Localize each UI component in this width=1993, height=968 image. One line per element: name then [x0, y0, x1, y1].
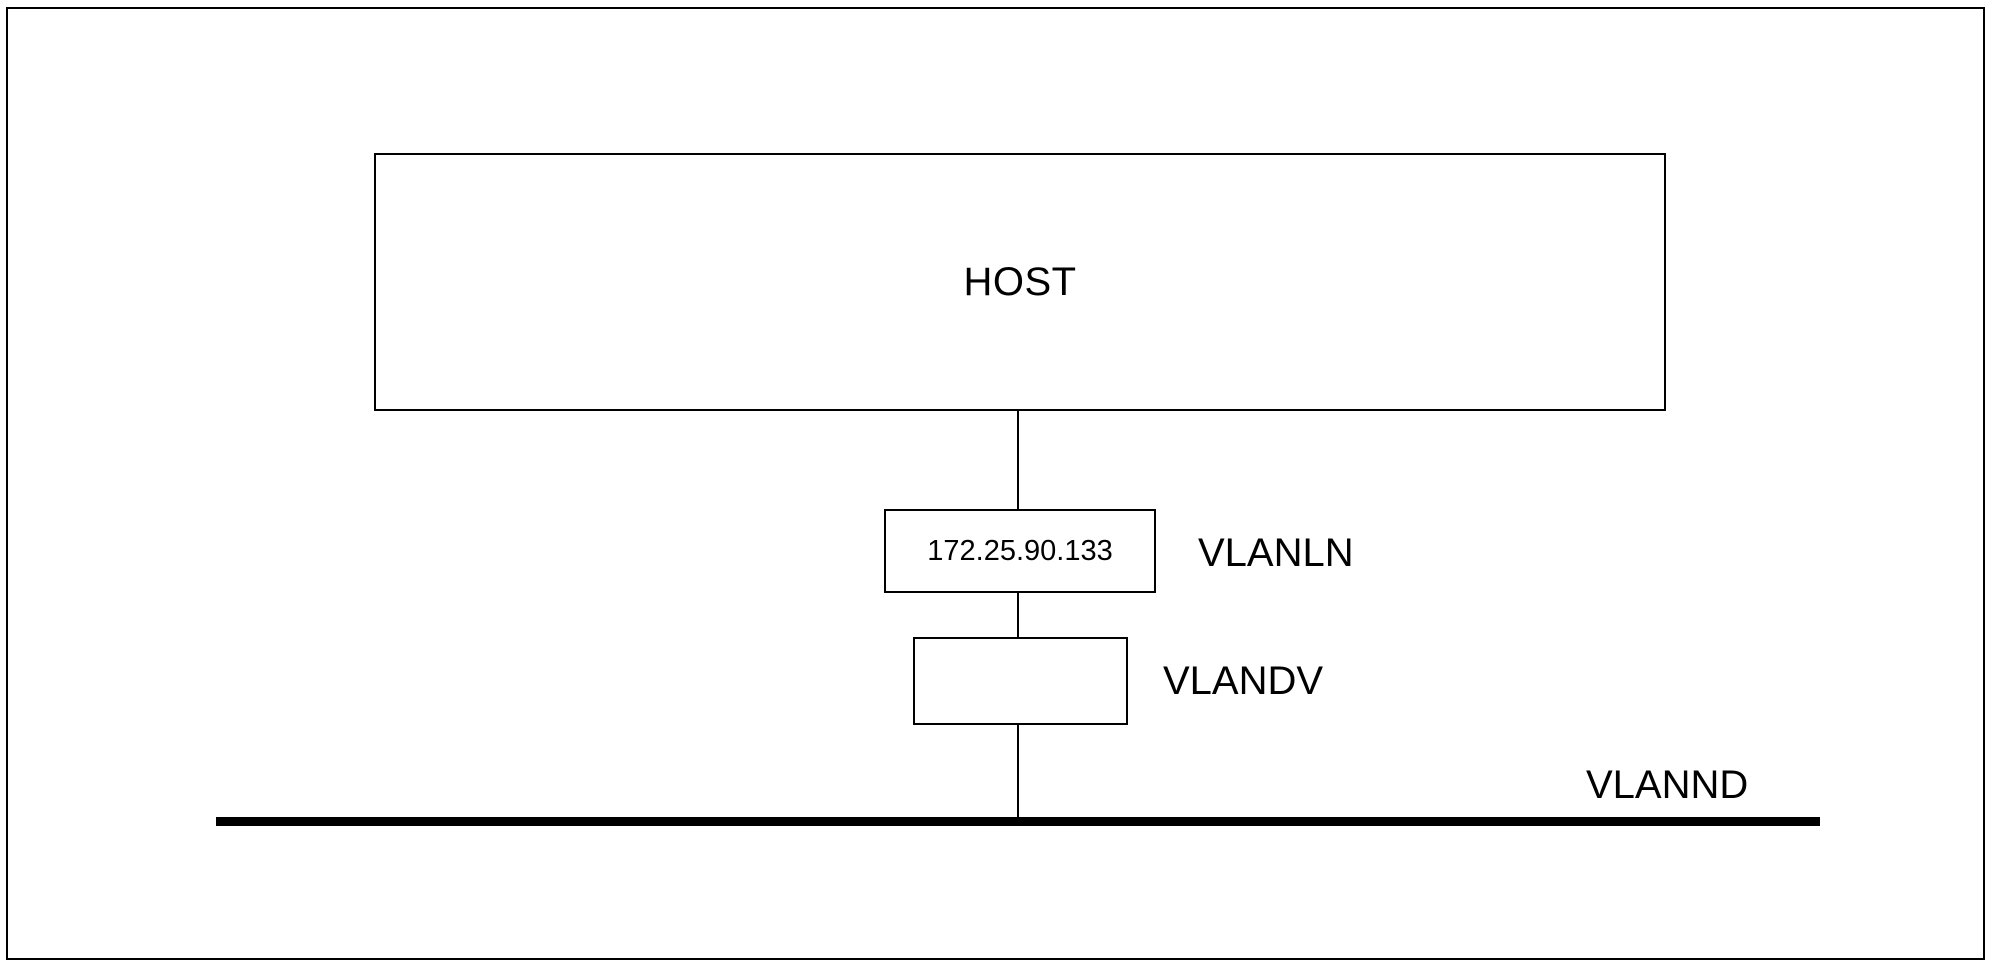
diagram-frame: HOST 172.25.90.133 VLANLN VLANDV VLANND [6, 7, 1985, 960]
link-vlanln-to-vlandv [1017, 591, 1019, 639]
node-vlandv-device[interactable] [913, 637, 1128, 725]
node-vlanln-ip-label: 172.25.90.133 [927, 534, 1113, 567]
link-vlandv-to-vlannd-bus [1017, 723, 1019, 825]
node-vlanln-interface[interactable]: 172.25.90.133 [884, 509, 1156, 593]
node-host-label: HOST [963, 260, 1077, 304]
label-vlannd: VLANND [1586, 763, 1749, 807]
network-bus-vlannd[interactable] [216, 817, 1820, 826]
label-vlandv: VLANDV [1163, 659, 1324, 703]
label-vlanln: VLANLN [1198, 531, 1354, 575]
link-host-to-vlanln [1017, 411, 1019, 511]
node-host[interactable]: HOST [374, 153, 1666, 411]
